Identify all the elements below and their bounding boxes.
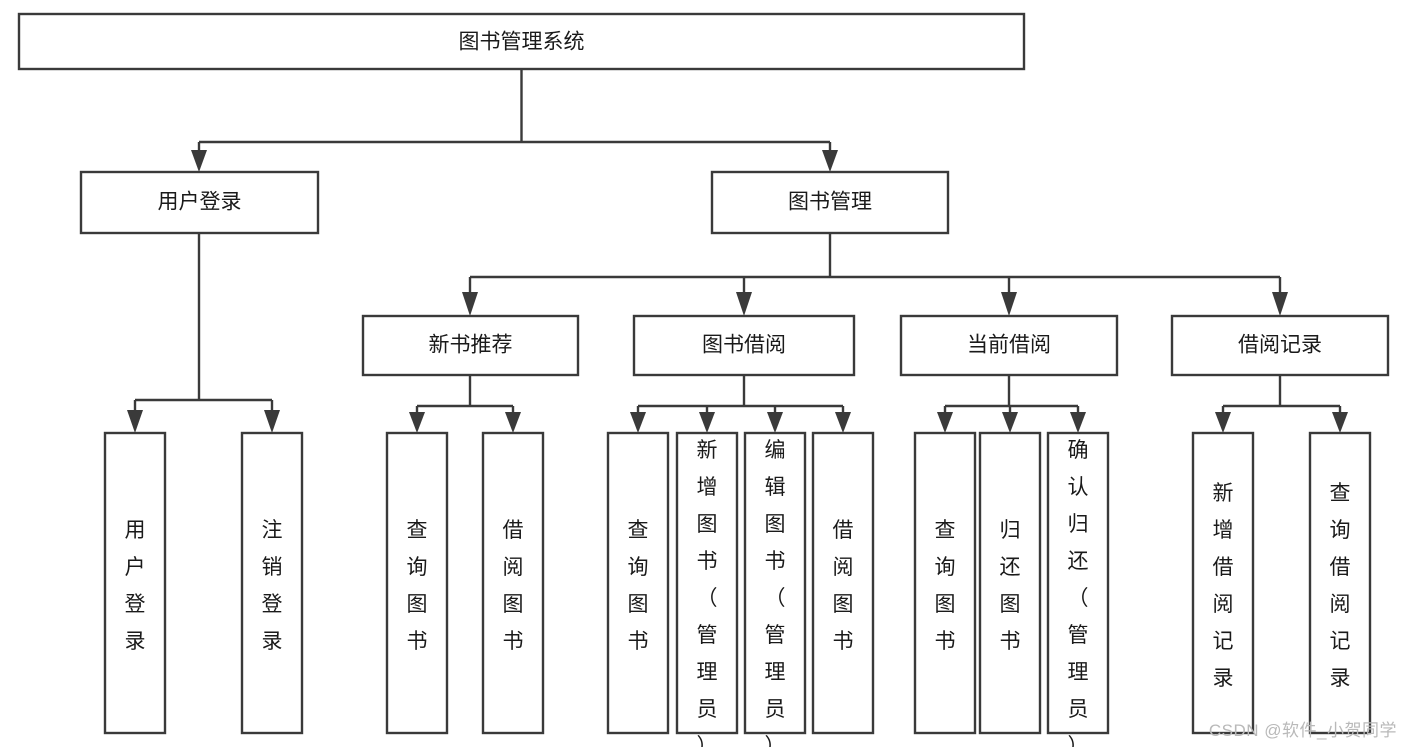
node-leaf-logout-box[interactable] [240,431,304,735]
node-borrow-record[interactable]: 借阅记录 [1170,314,1390,377]
node-leaf-user-login[interactable]: 用户登录 [103,431,167,735]
node-current-borrow[interactable]: 当前借阅 [899,314,1119,377]
node-leaf-edit-book-box[interactable] [743,431,807,735]
arrow-head-leaf-query-book-1 [409,412,425,433]
node-root-box[interactable] [17,12,1026,71]
node-book-manage-label: 图书管理 [788,191,872,214]
node-user-login[interactable]: 用户登录 [79,170,320,235]
arrow-head-leaf-query-record [1332,412,1348,433]
node-leaf-confirm-return[interactable]: 确认归还（管理员） [1046,431,1110,747]
node-current-borrow-label: 当前借阅 [967,334,1051,357]
node-leaf-query-book-1-box[interactable] [385,431,449,735]
node-book-borrow[interactable]: 图书借阅 [632,314,856,377]
connector-group-book-manage-to-level3 [462,233,1288,316]
node-leaf-query-record-box[interactable] [1308,431,1372,735]
node-leaf-confirm-return-label: 确认归还（管理员） [1068,439,1089,747]
node-borrow-record-box[interactable] [1170,314,1390,377]
connector-group-user-login-to-leaves [127,233,280,433]
arrow-head-leaf-edit-book [767,412,783,433]
node-borrow-record-label: 借阅记录 [1238,334,1322,357]
node-leaf-add-record-label: 新增借阅记录 [1213,482,1234,690]
node-leaf-query-record-label: 查询借阅记录 [1330,482,1351,690]
connector-group-new-book-recommend-to-leaves [409,375,521,433]
node-leaf-logout-label: 注销登录 [262,519,283,653]
node-leaf-add-book-label: 新增图书（管理员） [697,439,718,747]
arrow-head-leaf-borrow-book-2 [835,412,851,433]
node-leaf-borrow-book-1-label: 借阅图书 [503,519,524,653]
arrow-head-new-book-recommend [462,292,478,316]
node-leaf-borrow-book-2-label: 借阅图书 [833,519,854,653]
node-leaf-add-book[interactable]: 新增图书（管理员） [675,431,739,747]
node-leaf-edit-book-label: 编辑图书（管理员） [765,439,786,747]
arrow-head-leaf-add-book [699,412,715,433]
node-book-borrow-box[interactable] [632,314,856,377]
node-leaf-return-book[interactable]: 归还图书 [978,431,1042,735]
arrow-head-book-borrow [736,292,752,316]
arrow-head-user-login [191,150,207,172]
node-leaf-query-book-2[interactable]: 查询图书 [606,431,670,735]
node-leaf-query-record[interactable]: 查询借阅记录 [1308,431,1372,735]
arrow-head-current-borrow [1001,292,1017,316]
arrow-head-leaf-borrow-book-1 [505,412,521,433]
arrow-head-leaf-logout [264,410,280,433]
node-new-book-recommend-box[interactable] [361,314,580,377]
node-book-borrow-label: 图书借阅 [702,334,786,357]
node-book-manage[interactable]: 图书管理 [710,170,950,235]
node-leaf-query-book-3-label: 查询图书 [935,519,956,653]
node-leaf-borrow-book-2-box[interactable] [811,431,875,735]
node-new-book-recommend[interactable]: 新书推荐 [361,314,580,377]
node-leaf-borrow-book-1[interactable]: 借阅图书 [481,431,545,735]
node-leaf-query-book-3-box[interactable] [913,431,977,735]
node-leaf-borrow-book-2[interactable]: 借阅图书 [811,431,875,735]
node-leaf-borrow-book-1-box[interactable] [481,431,545,735]
node-leaf-add-book-box[interactable] [675,431,739,735]
arrow-head-book-manage [822,150,838,172]
node-leaf-return-book-label: 归还图书 [1000,519,1021,653]
node-new-book-recommend-label: 新书推荐 [429,334,513,357]
arrow-head-leaf-query-book-3 [937,412,953,433]
node-book-manage-box[interactable] [710,170,950,235]
node-leaf-return-book-box[interactable] [978,431,1042,735]
arrow-head-leaf-confirm-return [1070,412,1086,433]
node-leaf-query-book-1[interactable]: 查询图书 [385,431,449,735]
arrow-head-leaf-add-record [1215,412,1231,433]
node-leaf-query-book-1-label: 查询图书 [407,519,428,653]
node-root[interactable]: 图书管理系统 [17,12,1026,71]
arrow-head-leaf-user-login [127,410,143,433]
node-root-label: 图书管理系统 [459,31,585,54]
connector-group-borrow-record-to-leaves [1215,375,1348,433]
node-user-login-label: 用户登录 [158,191,242,214]
node-leaf-query-book-3[interactable]: 查询图书 [913,431,977,735]
node-leaf-add-record[interactable]: 新增借阅记录 [1191,431,1255,735]
node-leaf-edit-book[interactable]: 编辑图书（管理员） [743,431,807,747]
node-current-borrow-box[interactable] [899,314,1119,377]
arrow-head-borrow-record [1272,292,1288,316]
node-leaf-confirm-return-box[interactable] [1046,431,1110,735]
node-leaf-query-book-2-box[interactable] [606,431,670,735]
node-leaf-add-record-box[interactable] [1191,431,1255,735]
node-user-login-box[interactable] [79,170,320,235]
connector-group-root-to-level2 [191,69,838,172]
arrow-head-leaf-return-book [1002,412,1018,433]
node-leaf-query-book-2-label: 查询图书 [628,519,649,653]
node-leaf-user-login-label: 用户登录 [125,519,146,653]
connector-group-book-borrow-to-leaves [630,375,851,433]
node-leaf-logout[interactable]: 注销登录 [240,431,304,735]
arrow-head-leaf-query-book-2 [630,412,646,433]
connector-group-current-borrow-to-leaves [937,375,1086,433]
node-leaf-user-login-box[interactable] [103,431,167,735]
